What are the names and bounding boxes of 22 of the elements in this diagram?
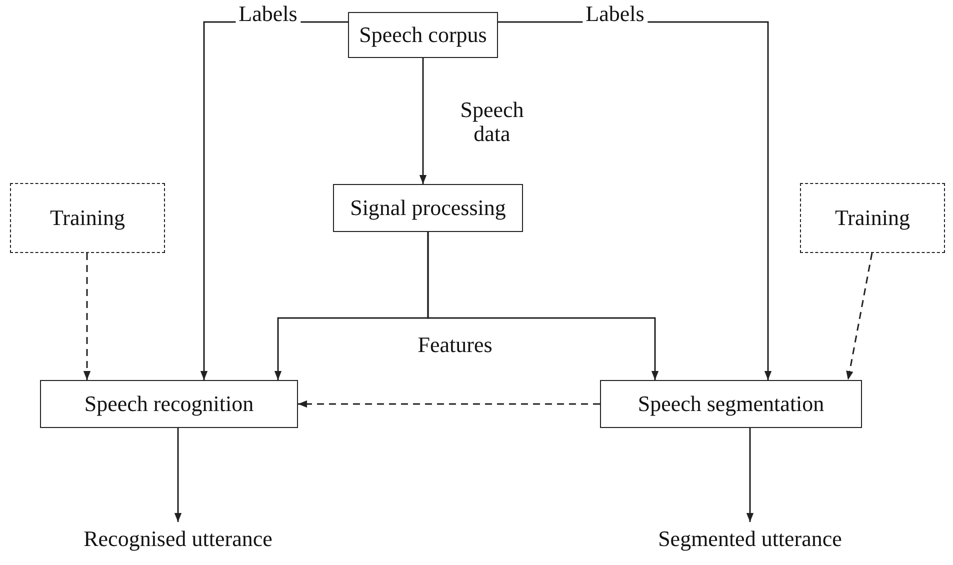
arrow	[427, 232, 659, 380]
process-box	[40, 380, 298, 428]
node-label: Training	[835, 205, 910, 231]
arrow	[746, 428, 754, 522]
node-label: Speech corpus	[359, 22, 487, 48]
process-box	[600, 380, 862, 428]
node-label: Speech segmentation	[638, 391, 824, 417]
output-label: Recognised utterance	[84, 526, 272, 552]
dashed-arrow	[846, 252, 873, 380]
process-box	[348, 12, 498, 58]
dashed-arrow	[298, 400, 600, 408]
node-label: Speech recognition	[84, 391, 254, 417]
arrow	[174, 428, 182, 522]
node-label: Signal processing	[350, 195, 506, 221]
output-label: Segmented utterance	[658, 526, 842, 552]
process-box	[333, 184, 523, 232]
dashed-box	[10, 183, 165, 253]
arrow	[419, 58, 427, 184]
node-label: Training	[50, 205, 125, 231]
dashed-box	[800, 183, 945, 253]
arrow	[498, 21, 772, 380]
dashed-arrow	[83, 253, 91, 380]
